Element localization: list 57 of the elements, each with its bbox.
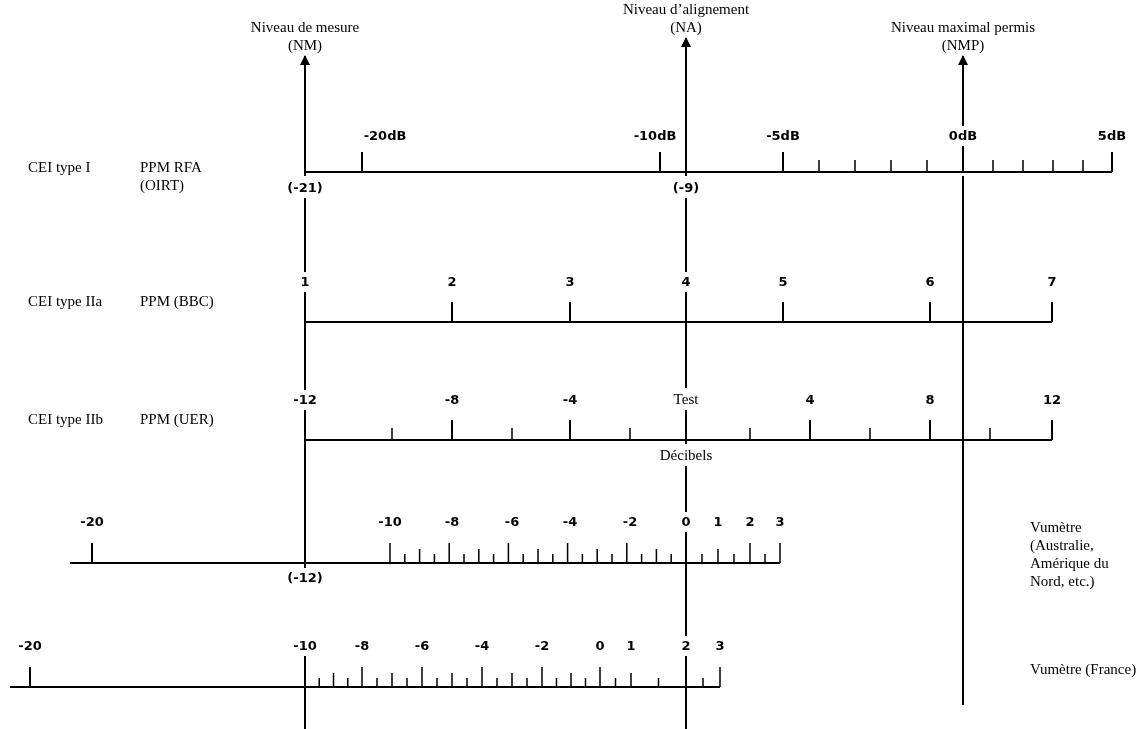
meter-type-label: PPM RFA (OIRT) <box>140 158 203 194</box>
scale-value: 2 <box>447 274 457 289</box>
meter-type-label: PPM (UER) <box>140 410 215 428</box>
scale-value: -10 <box>293 638 317 653</box>
scale-value: -5dB <box>766 128 800 143</box>
scale-value: -20 <box>80 514 104 529</box>
arrow <box>958 55 968 706</box>
scale-value: -10 <box>378 514 402 529</box>
scale-type-label: CEI type IIb <box>28 410 104 428</box>
meter-type-label: PPM (BBC) <box>140 292 215 310</box>
scale-value: -8 <box>444 514 460 529</box>
scale-value: 7 <box>1047 274 1057 289</box>
meter-type-label: Vumètre (Australie, Amérique du Nord, etc.) <box>1030 518 1110 590</box>
unit-label: Décibels <box>659 446 713 464</box>
scale-value: -6 <box>414 638 430 653</box>
scale-value: -2 <box>622 514 638 529</box>
scale-value: 4 <box>805 392 815 407</box>
scale-value: -8 <box>354 638 370 653</box>
scale-value: 3 <box>775 514 785 529</box>
scale-value: 3 <box>715 638 725 653</box>
scale-value: -20 <box>18 638 42 653</box>
scale-value: -6 <box>504 514 520 529</box>
scale-value: 2 <box>745 514 755 529</box>
scale-value: -10dB <box>633 128 677 143</box>
scale-value: 6 <box>925 274 935 289</box>
scale-value: 0 <box>595 638 605 653</box>
level-label: Niveau de mesure (NM) <box>240 18 370 54</box>
scale-value: -2 <box>534 638 550 653</box>
scale-value: (-12) <box>287 570 323 585</box>
scale-value: 0 <box>681 514 691 529</box>
arrow <box>681 37 691 729</box>
scale-value: -4 <box>562 392 578 407</box>
arrow <box>300 55 310 729</box>
scale-value: 4 <box>681 274 691 289</box>
scale-value: 1 <box>713 514 723 529</box>
level-label: Niveau maximal permis (NMP) <box>883 18 1043 54</box>
scale-value: 5 <box>778 274 788 289</box>
scale-value: 0dB <box>948 128 978 143</box>
level-label: Niveau d’alignement (NA) <box>616 0 756 36</box>
scale-value: -20dB <box>363 128 407 143</box>
scale-value: 1 <box>626 638 636 653</box>
scale-value: 1 <box>300 274 310 289</box>
scale-value: -8 <box>444 392 460 407</box>
scale-value: 5dB <box>1097 128 1127 143</box>
scale-value: Test <box>673 390 699 408</box>
scale-type-label: CEI type I <box>28 158 92 176</box>
scale-value: 2 <box>681 638 691 653</box>
scale-value: 12 <box>1042 392 1062 407</box>
scale-value: 3 <box>565 274 575 289</box>
scale-value: -4 <box>562 514 578 529</box>
scale-value: (-21) <box>287 180 323 195</box>
scale-value: 8 <box>925 392 935 407</box>
scale-value: -12 <box>293 392 317 407</box>
meter-type-label: Vumètre (France) <box>1030 660 1138 678</box>
scale-value: (-9) <box>672 180 700 195</box>
scale-type-label: CEI type IIa <box>28 292 104 310</box>
scale-value: -4 <box>474 638 490 653</box>
